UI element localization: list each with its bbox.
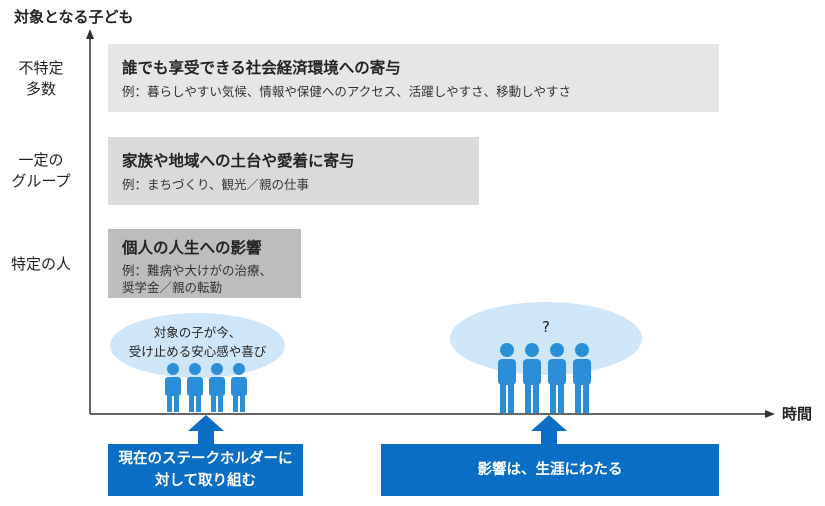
band-example: 例：難病や大けがの治療、 奨学金／親の転勤 bbox=[122, 263, 273, 295]
callout-lifelong-impact: 影響は、生涯にわたる bbox=[381, 444, 719, 496]
adult-icon bbox=[573, 343, 591, 413]
callout-current-stakeholders: 現在のステークホルダーに 対して取り組む bbox=[108, 444, 303, 496]
adult-icon bbox=[498, 343, 516, 413]
thought-bubble-right bbox=[450, 302, 642, 375]
band-title: 家族や地域への土台や愛着に寄与 bbox=[122, 152, 355, 170]
x-axis-arrowhead bbox=[765, 410, 775, 418]
y-axis-arrowhead bbox=[86, 29, 94, 39]
callout-text: 影響は、生涯にわたる bbox=[477, 462, 623, 478]
band-social-economic-environment: 誰でも享受できる社会経済環境への寄与 例：暮らしやすい気候、情報や保健へのアクセ… bbox=[108, 44, 719, 112]
band-example: 例：暮らしやすい気候、情報や保健へのアクセス、活躍しやすさ、移動しやすさ bbox=[122, 84, 572, 99]
up-arrow-right-icon bbox=[531, 415, 567, 445]
y-axis-title: 対象となる子ども bbox=[14, 8, 134, 26]
thought-bubble-right-text: ? bbox=[542, 318, 550, 336]
adult-icon bbox=[548, 343, 566, 413]
band-title: 個人の人生への影響 bbox=[122, 239, 262, 257]
y-level-label-specific-person: 特定の人 bbox=[10, 255, 71, 273]
callout-text: 現在のステークホルダーに 対して取り組む bbox=[118, 451, 293, 489]
children-group-icon bbox=[165, 363, 247, 412]
y-level-label-certain-group: 一定の グループ bbox=[11, 151, 71, 190]
band-individual-life: 個人の人生への影響 例：難病や大けがの治療、 奨学金／親の転勤 bbox=[108, 229, 301, 298]
y-level-label-unspecified-many: 不特定 多数 bbox=[18, 59, 64, 98]
thought-bubble-left-text: 対象の子が今、 受け止める安心感や喜び bbox=[128, 325, 267, 359]
child-icon bbox=[187, 363, 203, 412]
x-axis-label: 時間 bbox=[782, 405, 813, 423]
adults-group-icon bbox=[498, 343, 591, 413]
band-example: 例：まちづくり、観光／親の仕事 bbox=[122, 177, 310, 192]
band-title: 誰でも享受できる社会経済環境への寄与 bbox=[122, 59, 401, 77]
child-icon bbox=[209, 363, 225, 412]
adult-icon bbox=[523, 343, 541, 413]
up-arrow-left-icon bbox=[188, 415, 224, 445]
child-icon bbox=[231, 363, 247, 412]
band-family-community: 家族や地域への土台や愛着に寄与 例：まちづくり、観光／親の仕事 bbox=[108, 137, 479, 205]
child-icon bbox=[165, 363, 181, 412]
